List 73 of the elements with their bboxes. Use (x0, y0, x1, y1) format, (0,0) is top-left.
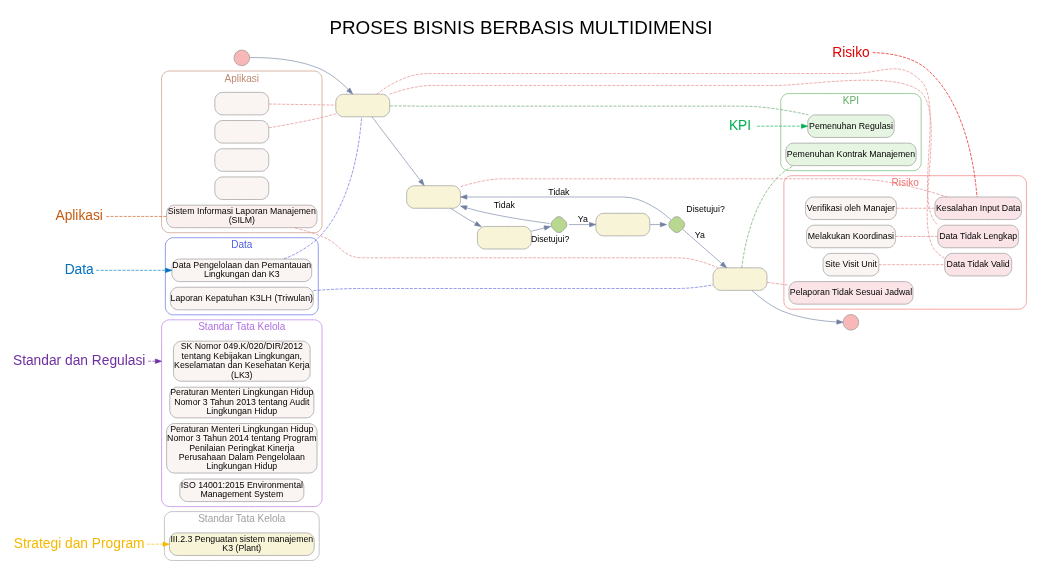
node-box (406, 185, 461, 209)
connector (741, 165, 794, 269)
node-diamond (550, 216, 568, 233)
node-box (477, 226, 532, 250)
arrow (95, 267, 173, 273)
node-box: Peraturan Menteri Lingkungan Hidup Nomor 3 Tahun 2013 tentang Audit Lingkungan Hidup (169, 386, 315, 419)
connector (872, 52, 978, 198)
node-circle (233, 49, 250, 66)
node-box: Data Tidak Valid (944, 253, 1012, 277)
node-box (595, 212, 651, 237)
node-box (214, 148, 270, 172)
connector (460, 178, 948, 198)
node-box (214, 92, 270, 116)
connector (294, 227, 718, 268)
arrow (568, 222, 597, 228)
arrow (531, 225, 551, 232)
node-box: Data Pengelolaan dan Pemantauan Lingkungan dan K3 (171, 258, 312, 282)
node-box: III.2.3 Penguatan sistem manajemen K3 (Plant) (169, 532, 315, 556)
node-box-text: SK Nomor 049.K/020/DIR/2012 tentang Kebijakan Lingkungan, Keselamatan dan Kesehatan Kerja (LK3) (173, 340, 311, 382)
connector (896, 207, 936, 209)
connector (376, 68, 939, 226)
node-box: Pelaporan Tidak Sesuai Jadwal (788, 281, 914, 305)
node-box: Sistem Informasi Laporan Manajemen (SILM) (166, 204, 318, 228)
node-box: Pemenuhan Kontrak Manajemen (785, 142, 917, 166)
arrow (460, 194, 672, 221)
node-box: Data Tidak Lengkap (937, 224, 1019, 249)
node-text: Aplikasi (55, 207, 103, 223)
connector (766, 282, 790, 286)
connector (283, 116, 362, 260)
arrow (450, 208, 482, 227)
node-box (712, 267, 768, 291)
arrow (649, 222, 667, 228)
connector (268, 113, 336, 129)
connector (105, 216, 167, 217)
connector (895, 236, 938, 237)
arrow (249, 57, 353, 95)
arrow (756, 123, 809, 129)
edge-label: Ya (577, 214, 588, 225)
node-label: Disetujui? (530, 233, 570, 244)
edge-label: Ya (694, 230, 705, 241)
node-text: Strategi dan Program (13, 535, 145, 551)
node-text: Standar dan Regulasi (12, 352, 146, 368)
arrow (460, 205, 551, 224)
arrow (371, 116, 425, 186)
node-text: Data (64, 261, 94, 277)
connector (389, 105, 809, 116)
connector (389, 79, 945, 259)
node-diamond (668, 216, 685, 233)
node-box: Verifikasi oleh Manajer (805, 196, 897, 220)
node-circle (842, 314, 860, 331)
node-box: Site Visit Unit (822, 253, 880, 277)
connector (878, 264, 945, 265)
node-text: Risiko (832, 44, 870, 60)
edge-label: Tidak (548, 186, 570, 197)
node-label: Disetujui? (686, 204, 725, 215)
arrow (146, 541, 170, 547)
node-text: KPI (728, 117, 752, 133)
connector (268, 103, 336, 106)
node-box: Kesalahan Input Data (934, 196, 1022, 220)
node-box (214, 120, 270, 144)
node-box: Pemenuhan Regulasi (807, 114, 895, 138)
node-box: ISO 14001:2015 Environmental Management System (179, 478, 305, 502)
edge-label: Tidak (493, 200, 515, 211)
diagram-title: PROSES BISNIS BERBASIS MULTIDIMENSI (329, 17, 713, 39)
arrow (147, 358, 162, 364)
node-box (214, 176, 270, 200)
arrow (751, 290, 844, 325)
arrow (682, 228, 727, 269)
node-box: Laporan Kepatuhan K3LH (Triwulan) (170, 286, 314, 311)
node-box: Peraturan Menteri Lingkungan Hidup Nomor 3 Tahun 2014 tentang Program Penilaian Peringkat Kinerja Perusahaan Dalam Pengelolaan Lingkungan Hidup (166, 423, 318, 474)
node-box: Melakukan Koordinasi (806, 224, 896, 249)
connector (313, 284, 714, 291)
node-box (335, 93, 391, 118)
